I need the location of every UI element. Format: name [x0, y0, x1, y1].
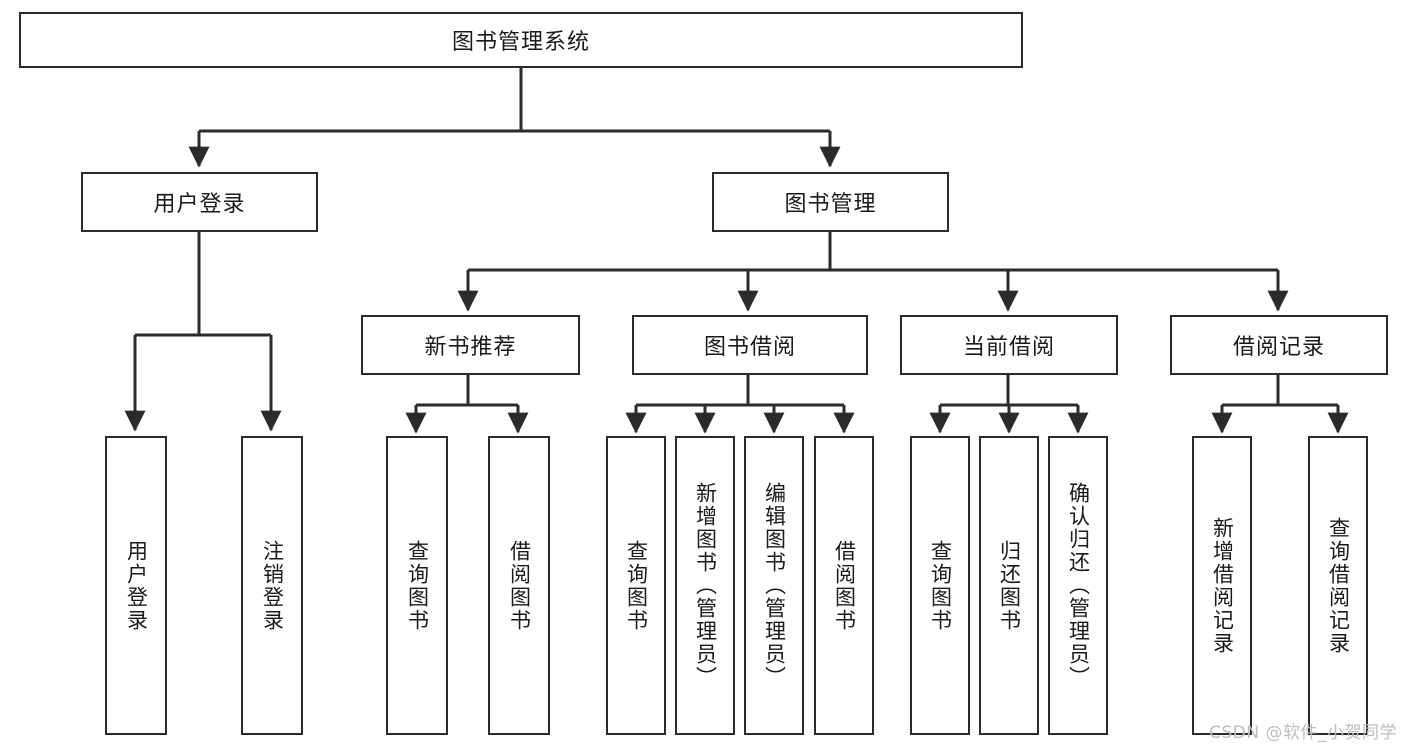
- node-book-management[interactable]: 图书管理: [712, 172, 949, 232]
- leaf-borrow-query-book-label: 查询图书: [624, 539, 649, 632]
- leaf-borrow-lend-book[interactable]: 借阅图书: [814, 436, 874, 735]
- node-borrow-records-label: 借阅记录: [1232, 335, 1325, 360]
- leaf-borrow-add-book-label: 新增图书（管理员）: [693, 482, 718, 689]
- leaf-borrow-add-book[interactable]: 新增图书（管理员）: [675, 436, 735, 735]
- leaf-current-confirm-return[interactable]: 确认归还（管理员）: [1048, 436, 1108, 735]
- leaf-current-query-book-label: 查询图书: [928, 539, 953, 632]
- leaf-current-confirm-return-label: 确认归还（管理员）: [1066, 482, 1091, 689]
- leaf-newbook-borrow-book[interactable]: 借阅图书: [488, 436, 550, 735]
- node-user-login[interactable]: 用户登录: [81, 172, 318, 232]
- leaf-newbook-query-book[interactable]: 查询图书: [386, 436, 448, 735]
- node-book-borrow-label: 图书借阅: [703, 335, 796, 360]
- node-new-book-recommend[interactable]: 新书推荐: [361, 315, 580, 375]
- leaf-user-login-label: 用户登录: [124, 539, 149, 632]
- leaf-borrow-edit-book[interactable]: 编辑图书（管理员）: [744, 436, 804, 735]
- leaf-newbook-borrow-book-label: 借阅图书: [507, 539, 532, 632]
- leaf-user-logout[interactable]: 注销登录: [241, 436, 303, 735]
- leaf-borrow-query-book[interactable]: 查询图书: [606, 436, 666, 735]
- node-root-label: 图书管理系统: [451, 30, 590, 55]
- node-borrow-records[interactable]: 借阅记录: [1170, 315, 1388, 375]
- leaf-records-add-record-label: 新增借阅记录: [1210, 516, 1235, 655]
- leaf-current-return-book-label: 归还图书: [997, 539, 1022, 632]
- leaf-current-return-book[interactable]: 归还图书: [979, 436, 1039, 735]
- leaf-records-query-record[interactable]: 查询借阅记录: [1308, 436, 1368, 735]
- leaf-current-query-book[interactable]: 查询图书: [910, 436, 970, 735]
- leaf-user-login[interactable]: 用户登录: [105, 436, 167, 735]
- watermark-text: CSDN @软件_小贺同学: [1209, 723, 1397, 743]
- node-book-borrow[interactable]: 图书借阅: [632, 315, 868, 375]
- leaf-user-logout-label: 注销登录: [260, 539, 285, 632]
- node-user-login-label: 用户登录: [153, 192, 246, 217]
- node-root[interactable]: 图书管理系统: [19, 12, 1023, 68]
- leaf-records-add-record[interactable]: 新增借阅记录: [1192, 436, 1252, 735]
- node-new-book-recommend-label: 新书推荐: [424, 335, 517, 360]
- leaf-borrow-lend-book-label: 借阅图书: [832, 539, 857, 632]
- leaf-newbook-query-book-label: 查询图书: [405, 539, 430, 632]
- node-book-management-label: 图书管理: [784, 192, 877, 217]
- node-current-borrow[interactable]: 当前借阅: [900, 315, 1118, 375]
- leaf-records-query-record-label: 查询借阅记录: [1326, 516, 1351, 655]
- leaf-borrow-edit-book-label: 编辑图书（管理员）: [762, 482, 787, 689]
- node-current-borrow-label: 当前借阅: [962, 335, 1055, 360]
